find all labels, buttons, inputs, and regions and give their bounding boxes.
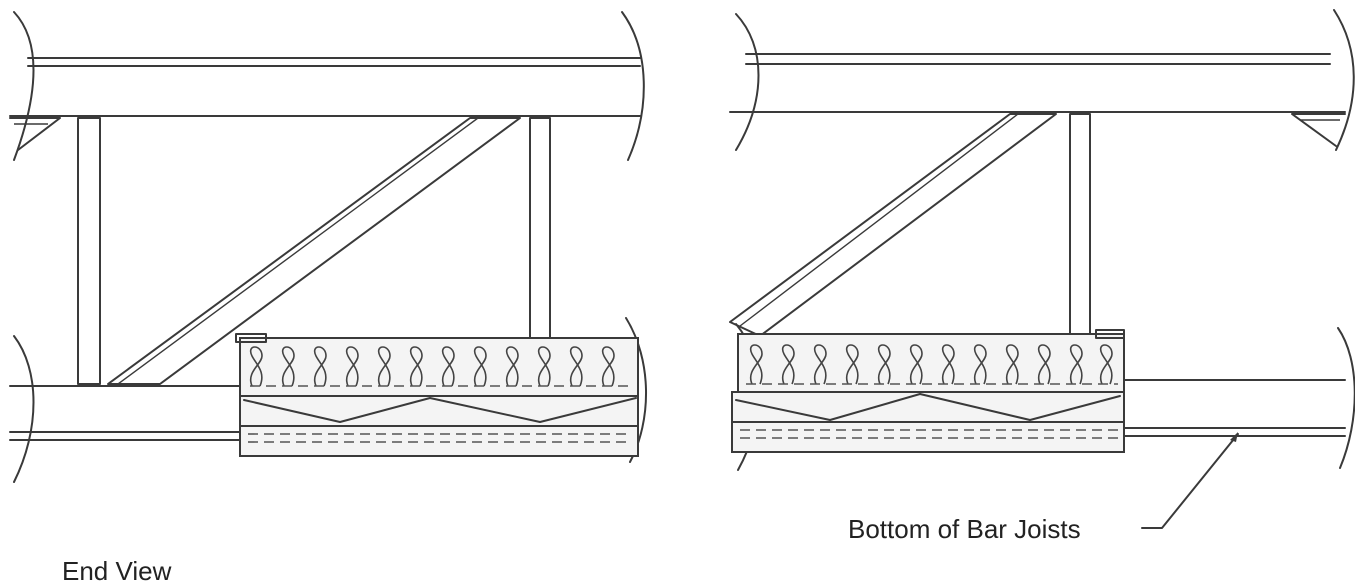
right-break-line-top-b (1333, 9, 1355, 151)
callout-leader-line (1141, 433, 1239, 529)
left-joist-view (9, 11, 648, 483)
left-break-line-bottom-a (13, 335, 35, 483)
left-vertical-web-1 (77, 117, 101, 385)
left-vertical-web-2 (529, 117, 551, 339)
right-diagonal-web (729, 113, 1057, 337)
right-z-bar (735, 393, 1121, 421)
diagram-caption: End View (62, 556, 172, 584)
left-break-line-top-b (621, 11, 645, 161)
right-ceiling-board (731, 421, 1125, 453)
right-insulation-batts (749, 344, 1113, 385)
left-break-line-top-a (13, 11, 35, 161)
left-gusset (9, 117, 61, 151)
right-gusset (1291, 113, 1346, 147)
left-z-bar (243, 397, 637, 423)
left-insulation-batts (249, 346, 615, 387)
right-z-bar-cavity (731, 391, 1125, 423)
right-break-line-top-a (735, 13, 760, 151)
right-break-line-bottom-b (1337, 327, 1355, 469)
callout-arrow-icon (1230, 432, 1238, 442)
right-insulation-panel (737, 333, 1125, 393)
right-joist-view (729, 9, 1355, 529)
right-vertical-web (1069, 113, 1091, 341)
left-ceiling-board (239, 425, 639, 457)
left-diagonal-web (107, 117, 521, 385)
callout-label: Bottom of Bar Joists (848, 514, 1081, 544)
